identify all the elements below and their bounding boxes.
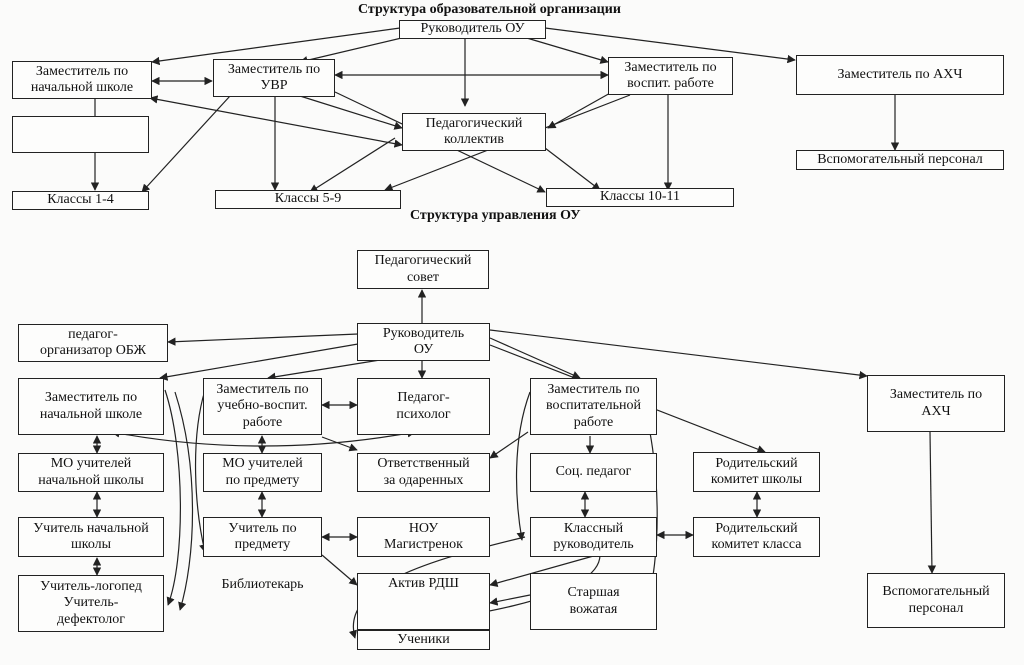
deputy-vospit-box: Заместитель по воспитательной работе — [530, 378, 657, 435]
librarian-label: Библиотекарь — [221, 576, 304, 592]
mo-primary-box: МО учителей начальной школы — [18, 453, 164, 492]
deputy-educ-box: Заместитель по учебно-воспит. работе — [203, 378, 322, 435]
psychologist-box: Педагог- психолог — [357, 378, 490, 435]
mo-subject-box: МО учителей по предмету — [203, 453, 322, 492]
deputy-primary-box: Заместитель по начальной школе — [18, 378, 164, 435]
bottom-title: Структура управления ОУ — [410, 208, 581, 223]
top-classes-5-9-box: Классы 5-9 — [215, 190, 401, 209]
top-head-box: Руководитель ОУ — [399, 20, 546, 39]
top-ped-collective-box: Педагогический коллектив — [402, 113, 546, 151]
head-box: Руководитель ОУ — [357, 323, 490, 361]
top-deputy-ahch-box: Заместитель по АХЧ — [796, 55, 1004, 95]
nou-box: НОУ Магистренок — [357, 517, 490, 557]
top-deputy-uvr-box: Заместитель по УВР — [213, 59, 335, 97]
ped-council-box: Педагогический совет — [357, 250, 489, 289]
top-classes-10-11-box: Классы 10-11 — [546, 188, 734, 207]
top-blank-box — [12, 116, 149, 153]
speech-therapist-box: Учитель-логопед Учитель- дефектолог — [18, 575, 164, 632]
social-pedagogue-box: Соц. педагог — [530, 453, 657, 492]
class-teacher-box: Классный руководитель — [530, 517, 657, 557]
rdsh-box: Актив РДШ — [357, 573, 490, 630]
top-deputy-vospit-box: Заместитель по воспит. работе — [608, 57, 733, 95]
students-box: Ученики — [357, 630, 490, 650]
primary-teacher-box: Учитель начальной школы — [18, 517, 164, 557]
support-staff-box: Вспомогательный персонал — [867, 573, 1005, 628]
deputy-ahch-box: Заместитель по АХЧ — [867, 375, 1005, 432]
top-deputy-primary-box: Заместитель по начальной школе — [12, 61, 152, 99]
gifted-responsible-box: Ответственный за одаренных — [357, 453, 490, 492]
top-support-staff-box: Вспомогательный персонал — [796, 150, 1004, 170]
parent-committee-class-box: Родительский комитет класса — [693, 517, 820, 557]
subject-teacher-box: Учитель по предмету — [203, 517, 322, 557]
top-title: Структура образовательной организации — [358, 2, 621, 17]
senior-leader-box: Старшая вожатая — [530, 573, 657, 630]
top-classes-1-4-box: Классы 1-4 — [12, 191, 149, 210]
parent-committee-school-box: Родительский комитет школы — [693, 452, 820, 492]
obzh-organizer-box: педагог- организатор ОБЖ — [18, 324, 168, 362]
